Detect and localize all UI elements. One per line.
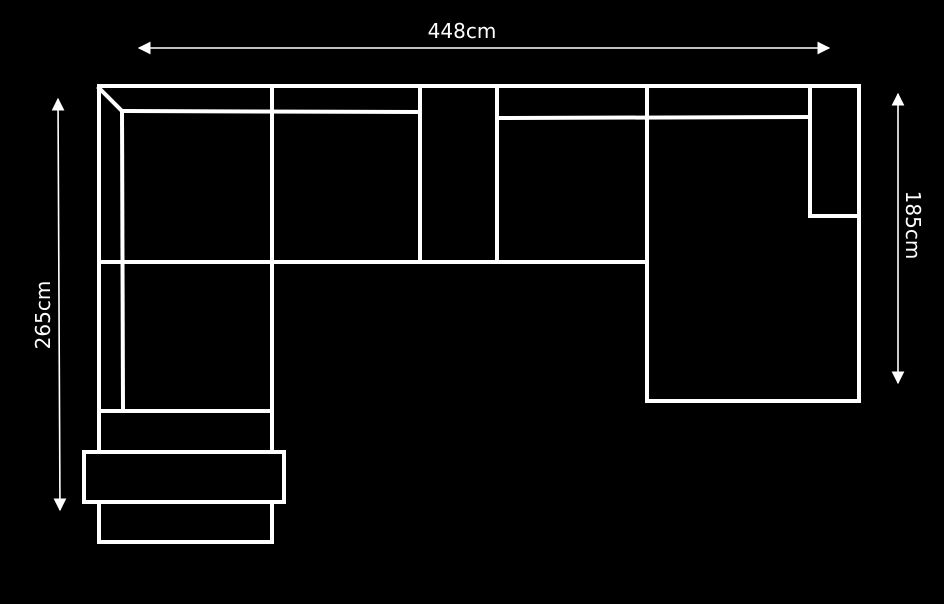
width-label: 448cm [428, 19, 497, 43]
width-dimension: 448cm [137, 19, 831, 55]
bottom-section [97, 500, 274, 544]
right-depth-label: 185cm [901, 191, 925, 260]
left-depth-label: 265cm [31, 281, 55, 350]
sofa-outline [82, 84, 861, 544]
left-depth-arrow [51, 97, 67, 512]
armrest [82, 450, 286, 504]
left-depth-dimension: 265cm [31, 97, 67, 512]
right-depth-dimension: 185cm [891, 92, 925, 385]
